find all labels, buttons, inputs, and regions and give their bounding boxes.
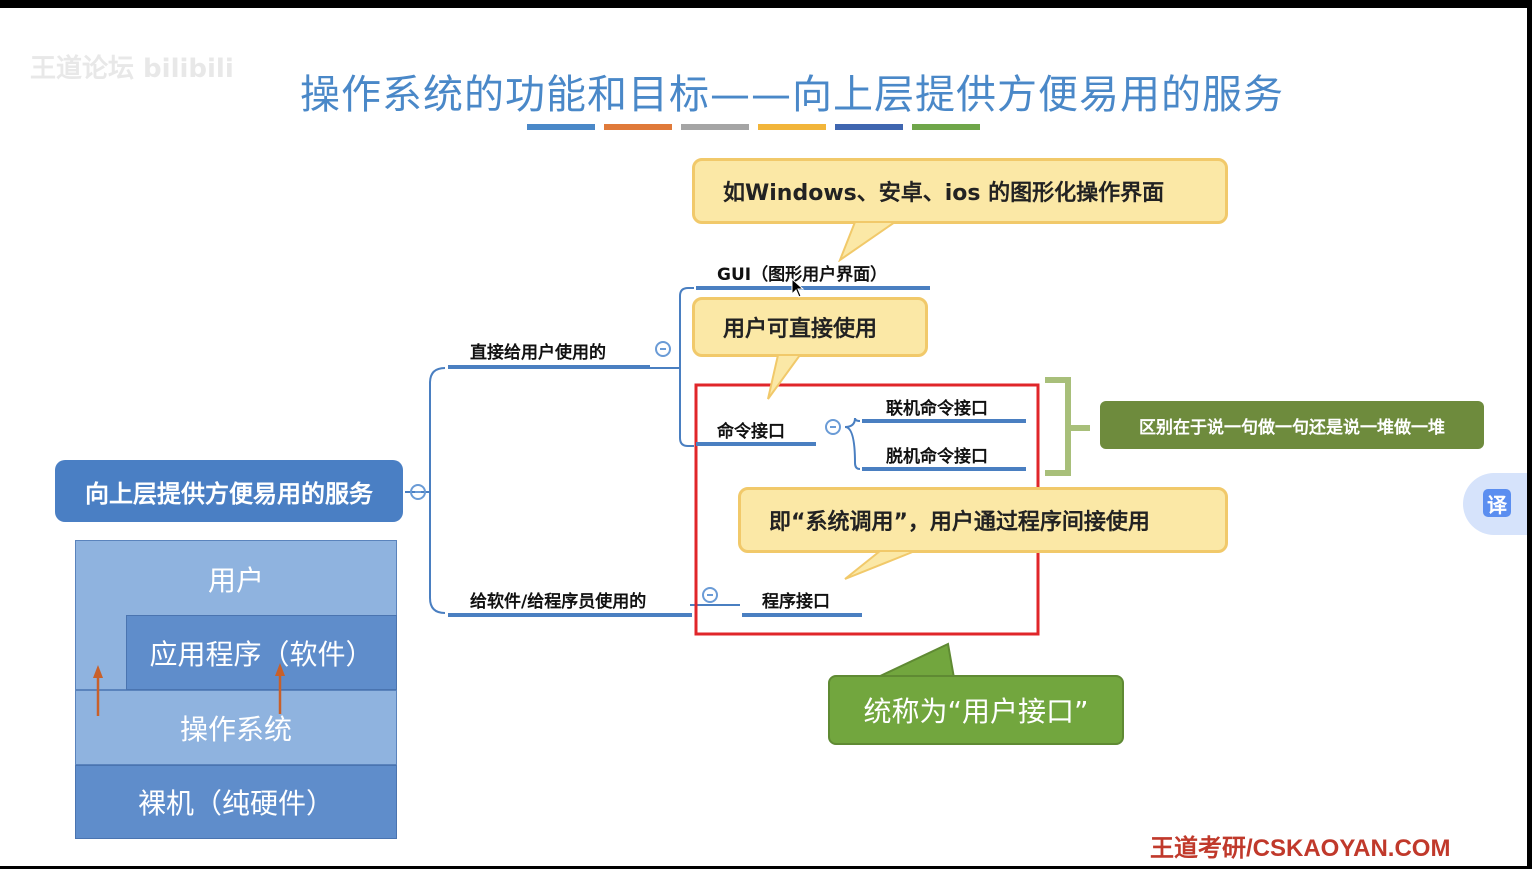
title-bar-1 bbox=[527, 124, 595, 130]
collapse-program-icon[interactable] bbox=[702, 587, 718, 603]
collapse-direct-icon[interactable] bbox=[655, 341, 671, 357]
node-online-command: 联机命令接口 bbox=[886, 399, 988, 419]
callout-syscall-note: 即“系统调用”，用户通过程序间接使用 bbox=[738, 487, 1228, 553]
node-command-interface: 命令接口 bbox=[717, 422, 785, 442]
callout-direct-text: 用户可直接使用 bbox=[723, 317, 878, 342]
branch-program-underline bbox=[448, 613, 692, 617]
node-program-interface: 程序接口 bbox=[762, 592, 830, 612]
node-gui: GUI（图形用户界面） bbox=[717, 265, 888, 285]
translate-icon: 译 bbox=[1483, 489, 1511, 517]
layer-os-label: 操作系统 bbox=[179, 712, 292, 746]
summary-badge: 统称为“用户接口” bbox=[828, 675, 1124, 745]
collapse-command-icon[interactable] bbox=[825, 419, 841, 435]
layer-app-label: 应用程序（软件） bbox=[149, 637, 374, 671]
collapse-root-icon[interactable] bbox=[410, 484, 426, 500]
branch-direct-underline bbox=[448, 365, 650, 369]
layer-app: 应用程序（软件） bbox=[126, 615, 397, 690]
node-gui-underline bbox=[696, 286, 930, 290]
callout-syscall-text: 即“系统调用”，用户通过程序间接使用 bbox=[769, 510, 1150, 535]
slide-frame: 王道论坛 bilibili 操作系统的功能和目标——向上层提供方便易用的服务 bbox=[0, 8, 1527, 866]
callout-gui-pointer bbox=[838, 221, 899, 262]
title-bar-5 bbox=[835, 124, 903, 130]
node-program-underline bbox=[742, 613, 862, 617]
layer-hardware: 裸机（纯硬件） bbox=[75, 765, 397, 839]
title-bar-3 bbox=[681, 124, 749, 130]
layer-os: 操作系统 bbox=[75, 690, 397, 765]
mouse-cursor-icon bbox=[791, 278, 805, 298]
title-bar-6 bbox=[912, 124, 980, 130]
callout-direct-note: 用户可直接使用 bbox=[692, 297, 928, 357]
node-command-underline bbox=[696, 442, 816, 446]
node-offline-underline bbox=[862, 467, 1026, 471]
callout-gui-text: 如Windows、安卓、ios 的图形化操作界面 bbox=[723, 181, 1165, 206]
title-bar-2 bbox=[604, 124, 672, 130]
branch-program-label: 给软件/给程序员使用的 bbox=[470, 592, 647, 612]
difference-note: 区别在于说一句做一句还是说一堆做一堆 bbox=[1100, 401, 1484, 449]
translate-button[interactable]: 译 bbox=[1463, 473, 1527, 535]
layer-user-label: 用户 bbox=[207, 564, 264, 597]
slide-title: 操作系统的功能和目标——向上层提供方便易用的服务 bbox=[300, 72, 1284, 118]
layer-hardware-label: 裸机（纯硬件） bbox=[137, 787, 334, 820]
node-offline-command: 脱机命令接口 bbox=[886, 447, 988, 467]
node-online-underline bbox=[862, 419, 1026, 423]
callout-gui-note: 如Windows、安卓、ios 的图形化操作界面 bbox=[692, 158, 1228, 224]
title-bar-4 bbox=[758, 124, 826, 130]
watermark: 王道论坛 bilibili bbox=[30, 54, 234, 84]
root-node[interactable]: 向上层提供方便易用的服务 bbox=[55, 460, 403, 522]
callout-direct-pointer bbox=[767, 354, 802, 400]
callout-syscall-pointer bbox=[844, 550, 916, 580]
footer-brand: 王道考研/CSKAOYAN.COM bbox=[1150, 835, 1451, 862]
branch-direct-label: 直接给用户使用的 bbox=[470, 343, 606, 363]
